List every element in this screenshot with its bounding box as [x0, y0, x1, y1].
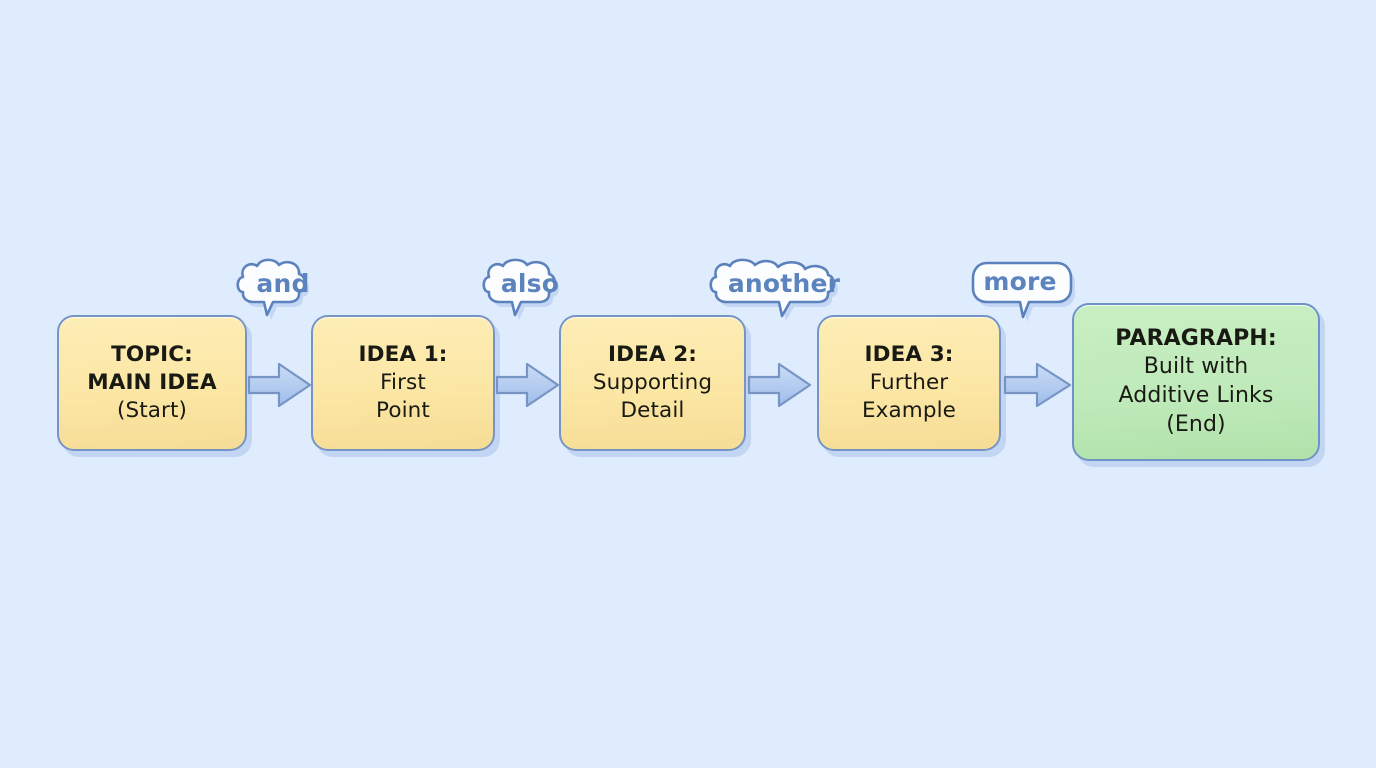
node-idea3[interactable]: IDEA 3: Further Example — [817, 315, 1001, 451]
speech-bubble-icon — [971, 261, 1075, 322]
right-block-arrow-icon — [1003, 362, 1072, 408]
arrow-idea1-to-idea2 — [495, 357, 561, 413]
connector-bubble-and[interactable]: and — [234, 256, 326, 326]
node-idea2-line-3: Detail — [620, 397, 685, 423]
node-idea2-line-2: Supporting — [592, 370, 713, 396]
connector-bubble-another[interactable]: another — [707, 256, 859, 326]
node-topic-line-2: MAIN IDEA — [87, 370, 217, 396]
right-block-arrow-icon — [495, 362, 560, 408]
node-idea3-line-2: Further — [869, 370, 949, 396]
speech-bubble-icon — [482, 258, 559, 320]
node-idea1-line-1: IDEA 1: — [358, 342, 448, 368]
node-paragraph[interactable]: PARAGRAPH: Built with Additive Links (En… — [1072, 303, 1320, 461]
connector-bubble-also[interactable]: also — [480, 256, 578, 326]
node-idea3-label: IDEA 3: Further Example — [856, 341, 962, 425]
connector-bubble-more[interactable]: more — [968, 256, 1080, 326]
node-topic-label: TOPIC: MAIN IDEA (Start) — [81, 341, 223, 425]
node-paragraph-line-1: PARAGRAPH: — [1115, 325, 1277, 351]
arrow-idea2-to-idea3 — [747, 357, 813, 413]
node-paragraph-label: PARAGRAPH: Built with Additive Links (En… — [1109, 325, 1282, 439]
node-idea2[interactable]: IDEA 2: Supporting Detail — [559, 315, 746, 451]
node-idea3-line-3: Example — [862, 397, 956, 423]
node-topic[interactable]: TOPIC: MAIN IDEA (Start) — [57, 315, 247, 451]
node-topic-line-1: TOPIC: — [111, 342, 193, 368]
node-topic-line-3: (Start) — [117, 397, 187, 423]
speech-bubble-icon — [236, 258, 309, 320]
node-paragraph-line-4: (End) — [1166, 411, 1226, 437]
node-paragraph-line-3: Additive Links — [1118, 383, 1274, 408]
node-idea2-label: IDEA 2: Supporting Detail — [587, 341, 718, 425]
node-idea1-line-3: Point — [376, 397, 430, 423]
arrow-topic-to-idea1 — [247, 357, 313, 413]
right-block-arrow-icon — [247, 362, 312, 408]
speech-bubble-icon — [709, 258, 838, 321]
node-idea1-line-2: First — [380, 370, 426, 396]
node-idea1[interactable]: IDEA 1: First Point — [311, 315, 495, 451]
node-idea2-line-1: IDEA 2: — [608, 342, 697, 368]
node-idea3-line-1: IDEA 3: — [864, 342, 954, 368]
right-block-arrow-icon — [747, 362, 812, 408]
node-paragraph-line-2: Built with — [1143, 354, 1249, 380]
node-idea1-label: IDEA 1: First Point — [353, 341, 454, 425]
arrow-idea3-to-paragraph — [1003, 357, 1073, 413]
